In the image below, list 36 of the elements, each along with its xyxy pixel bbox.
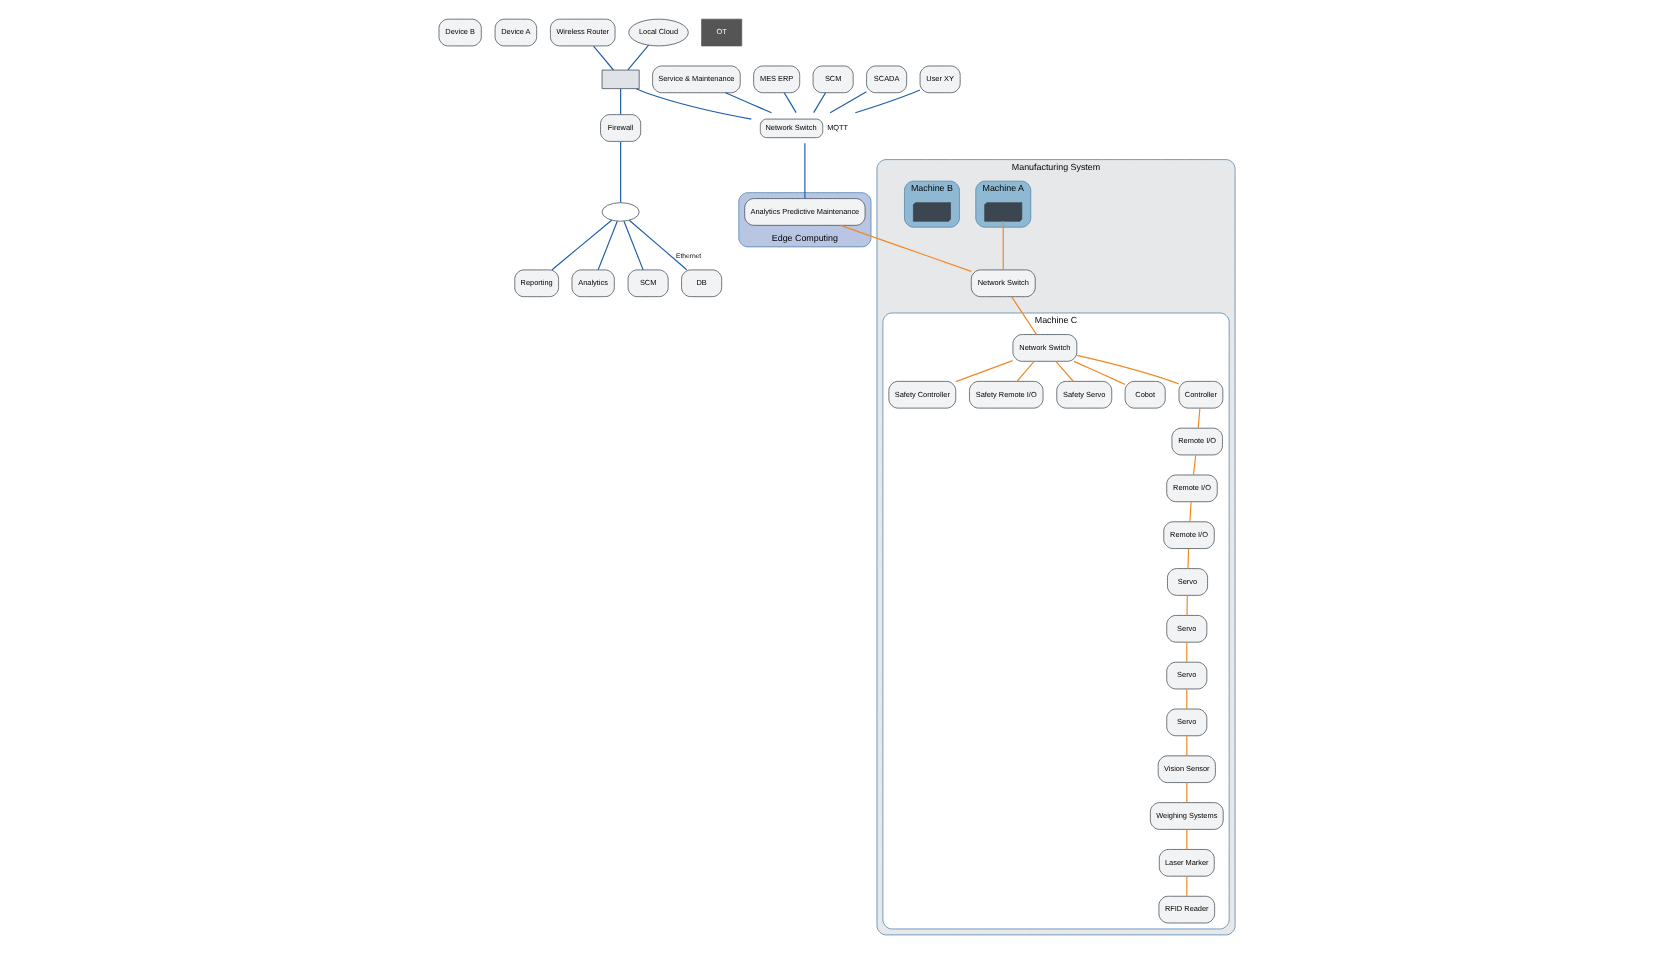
connector [724, 92, 773, 114]
connector [1197, 407, 1201, 429]
connector [1192, 454, 1197, 476]
connector [623, 220, 644, 271]
connector [1186, 875, 1188, 897]
node-cloud [601, 202, 640, 222]
connector [804, 142, 806, 200]
connector [813, 92, 827, 114]
connector [628, 219, 688, 271]
connector [1186, 595, 1188, 616]
connector [620, 141, 622, 204]
connector [955, 360, 1014, 383]
connector [783, 92, 797, 114]
connector [1189, 501, 1192, 523]
connector [1073, 360, 1126, 386]
node-box [601, 69, 640, 89]
connector [620, 88, 622, 116]
connector [592, 45, 615, 71]
connector [1186, 735, 1188, 757]
connector [1011, 296, 1038, 336]
connector [829, 91, 867, 114]
connector [1187, 548, 1190, 570]
connector [1055, 360, 1074, 382]
connector [1076, 354, 1180, 385]
connector [635, 88, 752, 120]
connector [1186, 688, 1188, 710]
connector [1016, 360, 1035, 382]
connector [1186, 829, 1188, 850]
connector [1186, 782, 1188, 804]
connector [840, 224, 972, 272]
connector [551, 219, 613, 271]
connector [1002, 220, 1004, 271]
connector [627, 44, 650, 71]
connector [854, 89, 921, 114]
connector [1186, 641, 1188, 663]
connector [597, 220, 618, 271]
